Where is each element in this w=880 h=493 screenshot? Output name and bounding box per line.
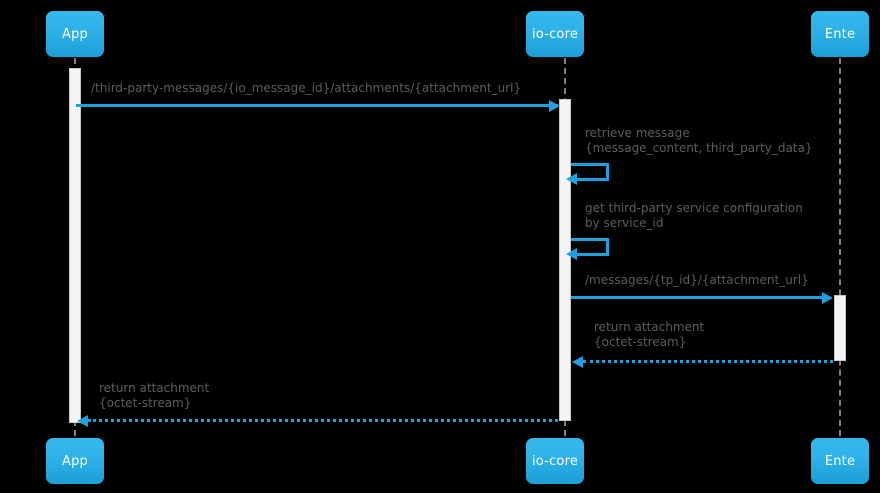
message-arrowhead-m4: [822, 292, 833, 304]
activation-bar-ente: [834, 295, 846, 361]
message-label-m5-line2: {octet-stream}: [594, 335, 687, 349]
participant-io-core-bottom[interactable]: io-core: [526, 438, 584, 484]
message-label-m6-line1: return attachment: [99, 381, 210, 395]
message-line-m4: [571, 296, 823, 299]
message-label-m2-line1: retrieve message: [585, 126, 690, 140]
message-line-m1: [76, 104, 558, 107]
participant-io-core-top[interactable]: io-core: [526, 11, 584, 57]
participant-app-top-label: App: [62, 26, 88, 42]
message-line-m6: [88, 419, 558, 422]
participant-app-bottom-label: App: [62, 453, 88, 469]
message-label-m4: /messages/{tp_id}/{attachment_url}: [585, 273, 809, 287]
message-arrowhead-m1: [549, 100, 560, 112]
message-line-m5: [583, 360, 833, 363]
message-arrowhead-m3: [566, 248, 577, 260]
activation-bar-io-core: [559, 99, 571, 421]
message-label-m2-line2: {message_content, third_party_data}: [585, 141, 813, 155]
message-label-m5-line1: return attachment: [594, 320, 705, 334]
message-self-loop-m3: [571, 238, 609, 256]
participant-io-core-bottom-label: io-core: [531, 453, 579, 469]
message-arrowhead-m2: [566, 173, 577, 185]
message-arrowhead-m6: [77, 415, 88, 427]
participant-io-core-top-label: io-core: [531, 26, 579, 42]
participant-app-top[interactable]: App: [46, 11, 104, 57]
message-arrowhead-m5: [572, 356, 583, 368]
message-label-m1: /third-party-messages/{io_message_id}/at…: [91, 81, 522, 95]
message-self-loop-m2: [571, 163, 609, 181]
message-label-m3-line1: get third-party service configuration: [585, 201, 803, 215]
participant-app-bottom[interactable]: App: [46, 438, 104, 484]
message-label-m6-line2: {octet-stream}: [99, 396, 192, 410]
participant-ente-bottom[interactable]: Ente: [811, 438, 869, 484]
lifeline-ente: [839, 58, 841, 436]
message-label-m3-line2: by service_id: [585, 216, 664, 230]
activation-bar-app: [69, 68, 81, 423]
participant-ente-top-label: Ente: [824, 26, 856, 42]
participant-ente-top[interactable]: Ente: [811, 11, 869, 57]
participant-ente-bottom-label: Ente: [824, 453, 856, 469]
